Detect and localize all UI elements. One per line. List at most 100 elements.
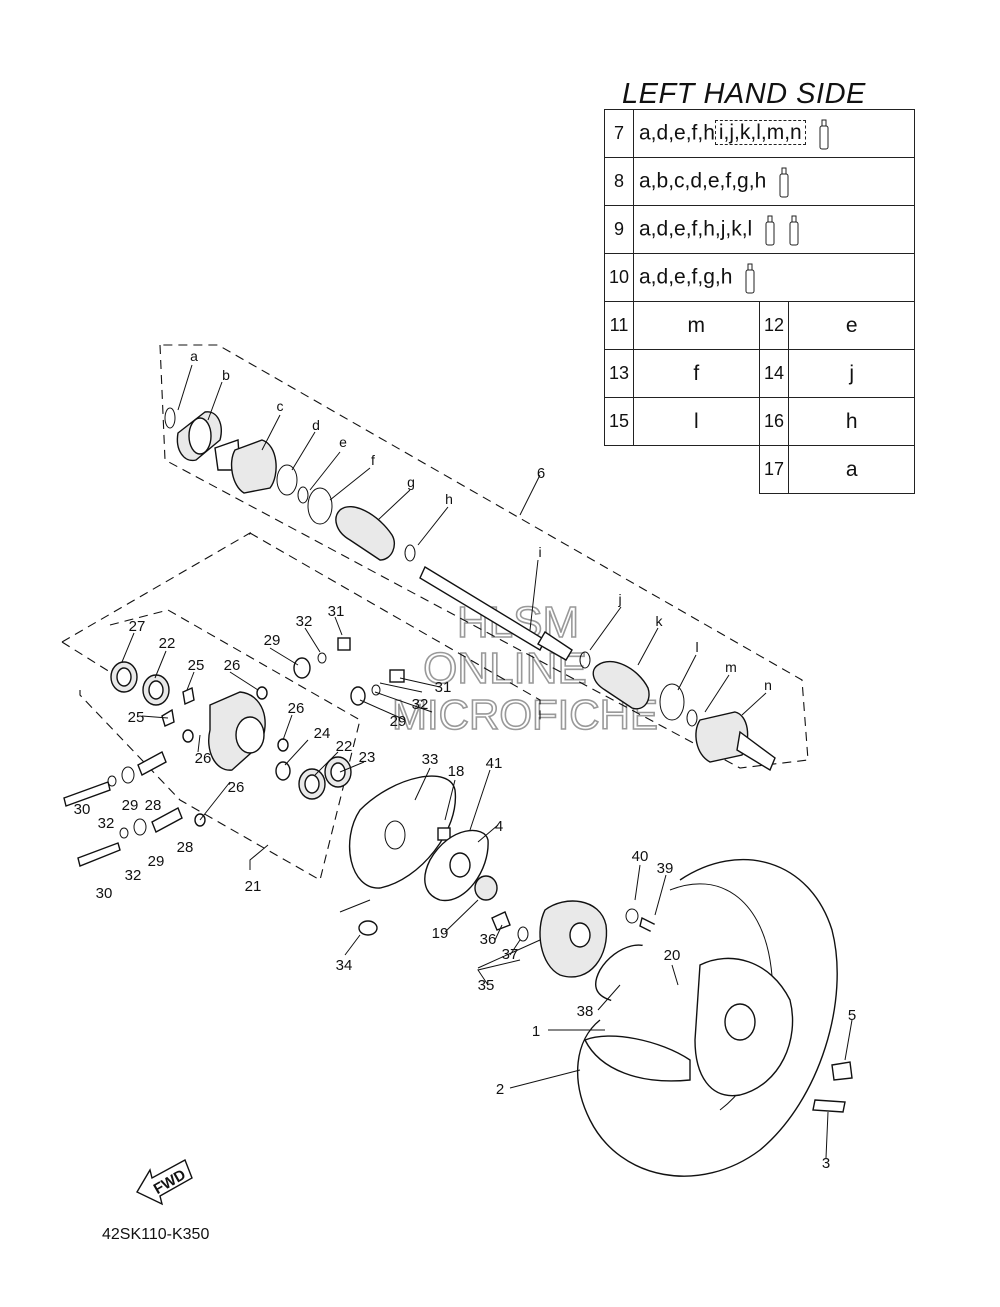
label-c: c <box>277 398 284 414</box>
label-29c: 29 <box>122 797 139 814</box>
label-f: f <box>371 452 375 468</box>
kit-value: l <box>633 397 760 446</box>
brake-disc-33 <box>348 775 457 889</box>
kit-number: 8 <box>604 157 634 206</box>
label-31b: 31 <box>435 679 452 696</box>
collar-29 <box>293 657 311 679</box>
boot-g <box>335 506 396 561</box>
kit-contents: a,d,e,f,g,h <box>639 265 733 289</box>
label-25: 25 <box>188 657 205 674</box>
washer-32c <box>107 775 117 787</box>
band-e <box>297 486 309 504</box>
cover-2 <box>584 1035 691 1082</box>
table-row: 15 l 16 h <box>604 397 915 446</box>
knuckle-parts <box>63 637 405 867</box>
label-m: m <box>725 659 737 675</box>
hub-wheel-parts <box>348 775 853 1177</box>
bush-26b <box>277 738 289 752</box>
kit-contents: a,b,c,d,e,f,g,h <box>639 169 767 193</box>
label-27: 27 <box>129 618 146 635</box>
grease-tube-icon <box>789 215 799 245</box>
table-row: 17 a <box>605 445 915 494</box>
band-f <box>307 487 333 525</box>
circlip-18 <box>384 820 406 850</box>
label-22b: 22 <box>336 738 353 755</box>
label-b: b <box>222 367 230 383</box>
watermark-line: MICROFICHE <box>392 691 658 738</box>
kit-number: 10 <box>604 253 634 302</box>
washer-29b <box>133 818 147 836</box>
label-h: h <box>445 491 453 507</box>
label-32d: 32 <box>125 867 142 884</box>
label-e: e <box>339 434 347 450</box>
leader-lines <box>121 364 853 1159</box>
nut-19 <box>474 875 498 901</box>
kit-number: 15 <box>604 397 634 446</box>
nut-31 <box>337 637 351 651</box>
label-29d: 29 <box>148 853 165 870</box>
label-2: 2 <box>496 1081 504 1098</box>
collar-29b <box>350 686 366 706</box>
grease-tube-icon <box>819 119 829 149</box>
knuckle-assembly-outline-left <box>61 641 111 673</box>
stud-36 <box>491 911 511 931</box>
kit-contents: a,d,e,f,h <box>639 121 715 145</box>
kit-number: 14 <box>758 349 790 398</box>
label-28: 28 <box>145 797 162 814</box>
nut-5 <box>831 1061 853 1081</box>
kit-contents: a,d,e,f,h,j,k,l <box>639 217 753 241</box>
washer-40 <box>625 908 639 924</box>
label-31: 31 <box>328 603 345 620</box>
dust-seal-b-face <box>188 417 212 455</box>
label-19: 19 <box>432 925 449 942</box>
nut-31b <box>389 669 405 683</box>
label-29: 29 <box>264 632 281 649</box>
label-28b: 28 <box>177 839 194 856</box>
label-24: 24 <box>314 725 331 742</box>
label-26b: 26 <box>288 700 305 717</box>
table-row: 10 a,d,e,f,g,h <box>604 253 915 302</box>
table-row: 11 m 12 e <box>604 301 915 350</box>
kit-number: 12 <box>758 301 790 350</box>
kit-number: 16 <box>758 397 790 446</box>
label-38: 38 <box>577 1003 594 1020</box>
grease-nipple-25 <box>182 686 195 706</box>
fwd-arrow-icon: FWD <box>136 1159 193 1206</box>
grease-tube-icon <box>765 215 775 245</box>
knuckle-assembly-outline-top <box>61 531 251 643</box>
table-row: 8 a,b,c,d,e,f,g,h <box>604 157 915 206</box>
cv-stub-n <box>736 730 776 772</box>
label-21: 21 <box>245 878 262 895</box>
kit-value: h <box>788 397 915 446</box>
collar-28 <box>137 751 167 776</box>
label-41: 41 <box>486 755 503 772</box>
label-a: a <box>190 348 198 364</box>
label-4: 4 <box>495 818 503 835</box>
knuckle-assembly-outline-inner <box>79 609 361 881</box>
part-letter-labels: a b c d e f g h i j k l m n <box>190 348 772 693</box>
label-37: 37 <box>502 946 519 963</box>
washer-37 <box>517 926 529 942</box>
grease-tube-icon <box>745 263 755 293</box>
screw-34 <box>358 920 378 936</box>
boot-k <box>592 660 650 710</box>
label-6: 6 <box>537 465 545 482</box>
driveshaft-parts <box>164 407 776 772</box>
knuckle-assembly-outline-right <box>249 532 541 725</box>
bolt-30 <box>63 781 111 807</box>
label-29b: 29 <box>390 713 407 730</box>
cv-joint-n <box>695 711 749 763</box>
label-1: 1 <box>532 1023 540 1040</box>
label-26c: 26 <box>195 750 212 767</box>
nut-41 <box>437 827 451 841</box>
label-35: 35 <box>478 977 495 994</box>
label-23: 23 <box>359 749 376 766</box>
label-39: 39 <box>657 860 674 877</box>
valve-3 <box>812 1099 846 1113</box>
rim-hub <box>724 1003 756 1041</box>
label-j: j <box>617 591 621 607</box>
kit-number: 9 <box>604 205 634 254</box>
label-g: g <box>407 474 415 490</box>
